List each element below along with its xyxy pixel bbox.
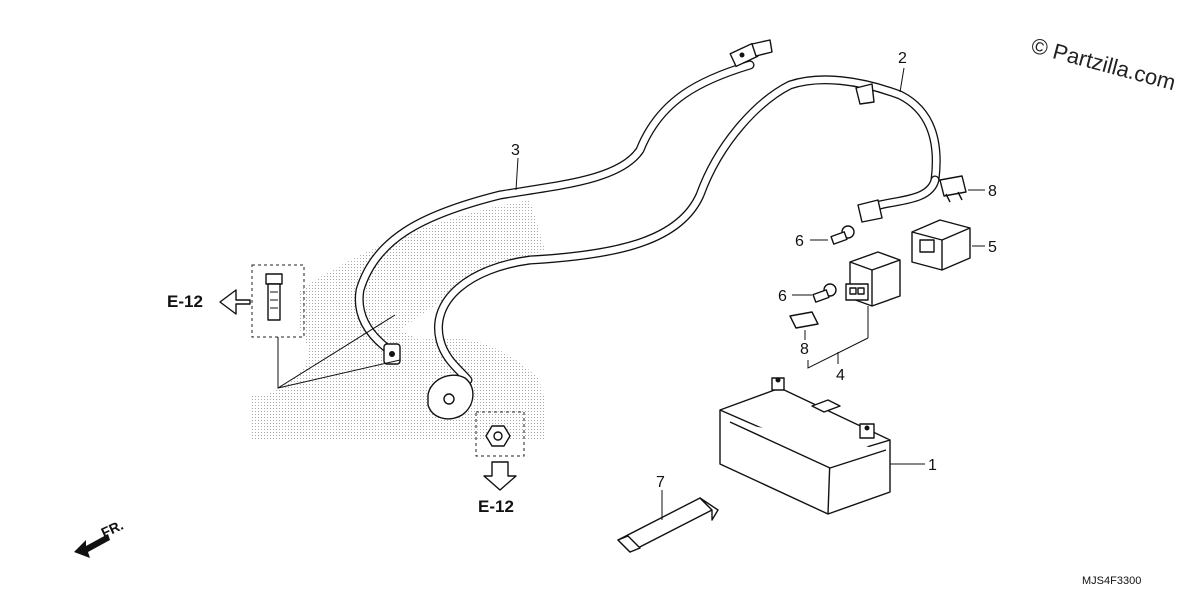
svg-text:7: 7 — [656, 474, 665, 491]
callout-relay: 4 — [807, 337, 869, 384]
reference-left: E-12 — [167, 289, 251, 315]
bolt-lower: 6 — [778, 283, 837, 305]
cable-2-clip — [855, 83, 875, 105]
front-indicator: FR. — [74, 517, 126, 558]
svg-text:3: 3 — [511, 142, 520, 159]
svg-text:4: 4 — [836, 367, 845, 384]
svg-text:6: 6 — [795, 233, 804, 250]
cable-3-terminal-top — [729, 39, 773, 68]
cable-3-terminal-bottom — [383, 343, 401, 365]
battery-band: 7 — [617, 474, 719, 553]
svg-text:8: 8 — [988, 183, 997, 200]
svg-text:2: 2 — [898, 50, 907, 67]
fuse-lower: 8 — [789, 311, 819, 358]
svg-text:E-12: E-12 — [167, 292, 203, 311]
relay — [845, 251, 901, 338]
reference-bottom: E-12 — [478, 461, 517, 516]
svg-text:1: 1 — [928, 457, 937, 474]
cable-3 — [354, 39, 773, 365]
partzilla-watermark: © Partzilla.com — [1029, 33, 1179, 96]
cable-2 — [427, 75, 941, 420]
bolt-upper: 6 — [795, 225, 855, 250]
callout-cable-2: 2 — [898, 50, 907, 93]
svg-text:6: 6 — [778, 288, 787, 305]
battery-terminal-positive — [859, 423, 875, 439]
battery: 1 — [719, 377, 937, 515]
svg-text:8: 8 — [800, 341, 809, 358]
cable-2-terminal-battery — [427, 374, 474, 420]
left-bolt-group — [251, 264, 401, 389]
svg-text:E-12: E-12 — [478, 497, 514, 516]
relay-cover: 5 — [911, 219, 997, 271]
callout-cable-3: 3 — [511, 142, 520, 191]
fuse-upper: 8 — [939, 175, 997, 203]
cable-2-terminal-relay — [857, 199, 883, 223]
svg-text:5: 5 — [988, 239, 997, 256]
battery-terminal-negative — [771, 377, 785, 391]
diagram-code: MJS4F3300 — [1082, 575, 1141, 587]
svg-text:FR.: FR. — [99, 517, 126, 541]
bottom-nut-group — [475, 411, 525, 457]
